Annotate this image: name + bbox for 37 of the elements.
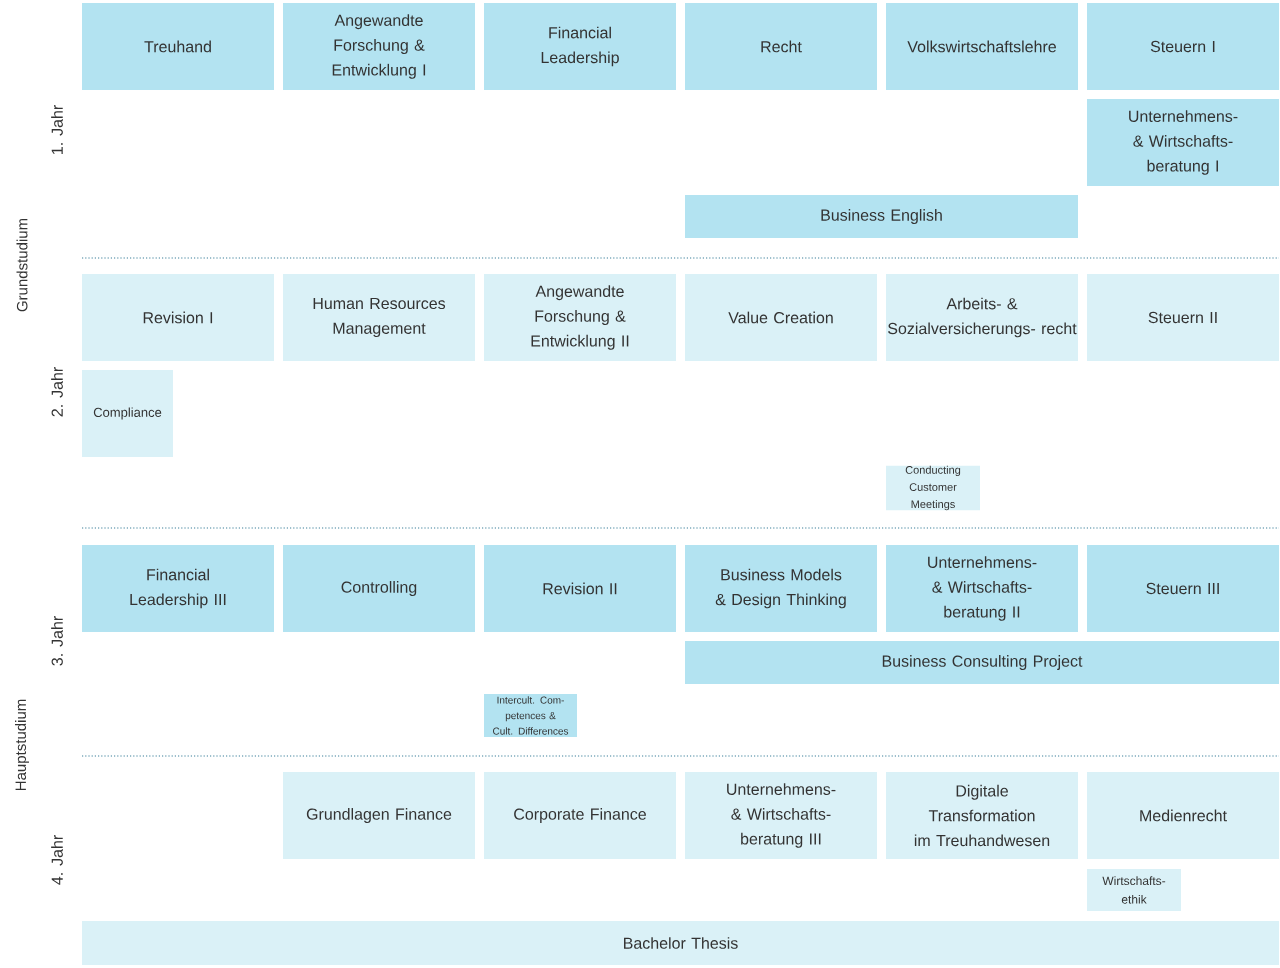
module-box: Intercult. Com- petences & Cult. Differences	[484, 694, 577, 737]
module-box: Value Creation	[685, 274, 877, 361]
module-box: Volkswirtschaftslehre	[886, 3, 1078, 90]
section-label: 2. Jahr	[51, 367, 63, 417]
section-label: Hauptstudium	[15, 699, 29, 791]
module-box: Corporate Finance	[484, 772, 676, 859]
module-box: Revision II	[484, 545, 676, 632]
module-box: Steuern I	[1087, 3, 1279, 90]
module-box: Steuern II	[1087, 274, 1279, 361]
module-box: Unternehmens- & Wirtschafts- beratung III	[685, 772, 877, 859]
module-box: Angewandte Forschung & Entwicklung II	[484, 274, 676, 361]
module-box: Business Models & Design Thinking	[685, 545, 877, 632]
module-box: Compliance	[82, 370, 173, 457]
module-box: Wirtschafts- ethik	[1087, 869, 1181, 911]
module-box: Conducting Customer Meetings	[886, 465, 980, 511]
module-box: Unternehmens- & Wirtschafts- beratung I	[1087, 99, 1279, 186]
section-label: 3. Jahr	[51, 616, 63, 666]
module-box: Recht	[685, 3, 877, 90]
module-box: Grundlagen Finance	[283, 772, 475, 859]
module-box: Unternehmens- & Wirtschafts- beratung II	[886, 545, 1078, 632]
section-label: 4. Jahr	[51, 835, 63, 885]
module-box: Treuhand	[82, 3, 274, 90]
module-box: Angewandte Forschung & Entwicklung I	[283, 3, 475, 90]
section-label: Grundstudium	[16, 218, 28, 312]
module-box: Controlling	[283, 545, 475, 632]
module-box: Human Resources Management	[283, 274, 475, 361]
module-box: Business Consulting Project	[685, 641, 1279, 684]
module-box: Arbeits- & Sozialversicherungs- recht	[886, 274, 1078, 361]
module-box: Steuern III	[1087, 545, 1279, 632]
module-box: Financial Leadership III	[82, 545, 274, 632]
module-box: Revision I	[82, 274, 274, 361]
module-box: Digitale Transformation im Treuhandwesen	[886, 772, 1078, 859]
module-box: Financial Leadership	[484, 3, 676, 90]
section-label: 1. Jahr	[51, 105, 63, 154]
module-box: Bachelor Thesis	[82, 921, 1279, 965]
module-box: Medienrecht	[1087, 772, 1279, 859]
module-box: Business English	[685, 195, 1078, 238]
